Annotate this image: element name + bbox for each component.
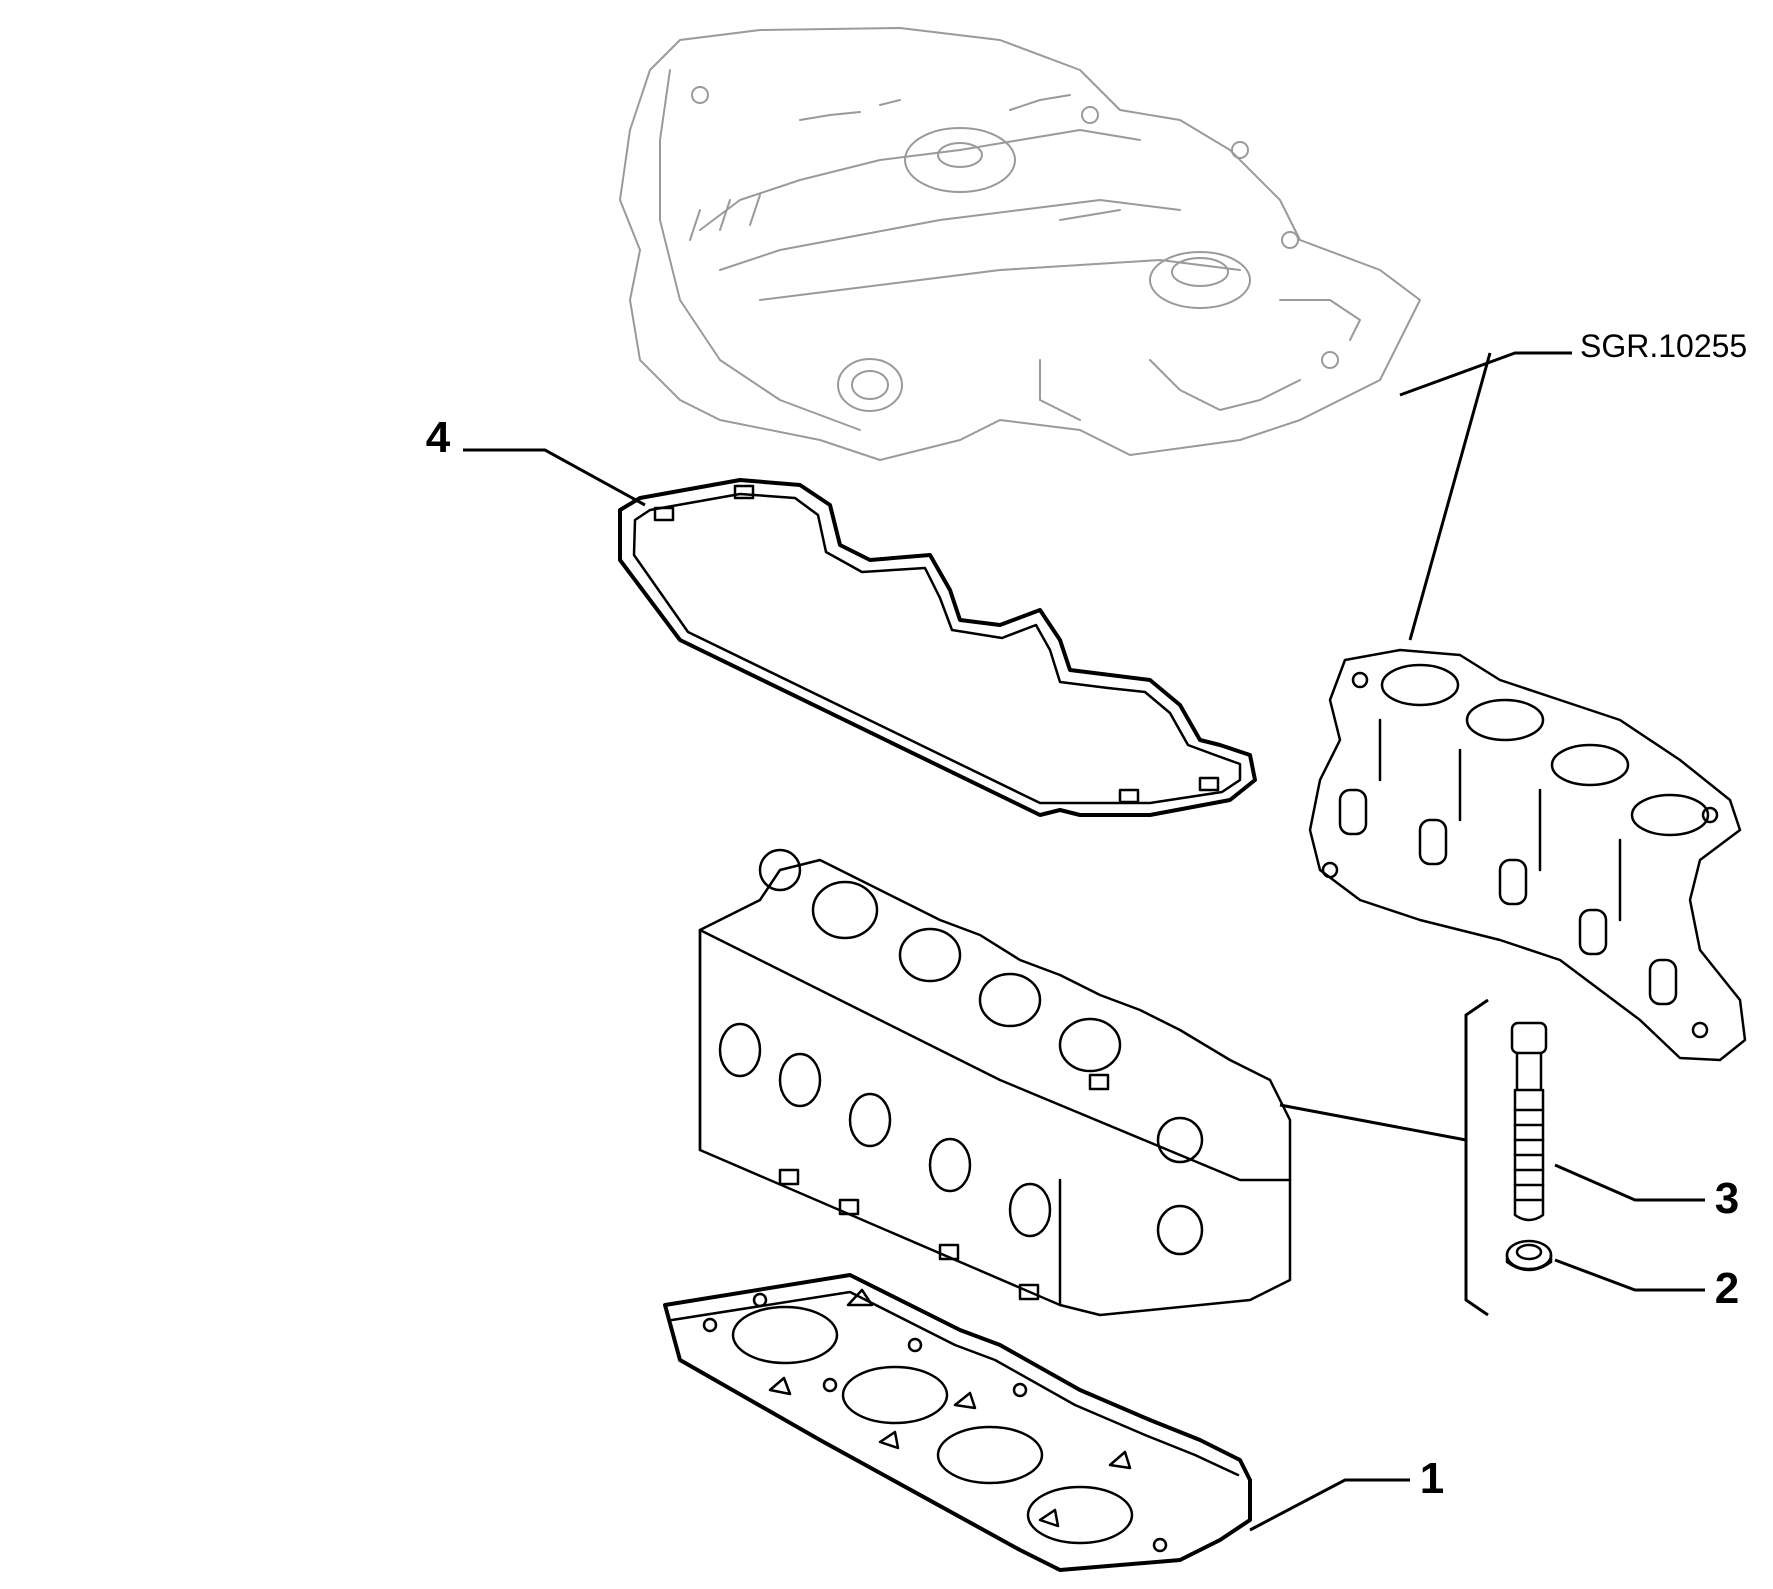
cover-gasket-part-4 <box>618 478 1257 817</box>
callout-part-2: 2 <box>1715 1264 1739 1313</box>
cylinder-head-cover-illustration <box>619 27 1421 461</box>
cylinder-head-illustration <box>698 848 1292 1317</box>
leader-ref-group <box>1399 351 1572 397</box>
bolt-group-bracket <box>1464 998 1489 1317</box>
leader-part-1 <box>1249 1478 1410 1532</box>
callout-part-3: 3 <box>1715 1174 1739 1223</box>
leader-ref-to-manifold <box>1408 352 1492 641</box>
callout-part-4: 4 <box>426 413 451 462</box>
leader-part-3 <box>1554 1163 1705 1202</box>
intake-manifold-illustration <box>1308 648 1747 1062</box>
washer-part-2 <box>1505 1239 1553 1272</box>
leader-bracket-to-head <box>1279 1103 1467 1142</box>
reference-group-code: SGR.10255 <box>1580 328 1747 364</box>
leader-lines <box>463 351 1705 1532</box>
head-bolt-part-3 <box>1510 1021 1548 1222</box>
head-gasket-part-1 <box>663 1273 1252 1572</box>
leader-part-4 <box>463 448 646 507</box>
callout-part-1: 1 <box>1420 1454 1444 1503</box>
leader-part-2 <box>1554 1258 1705 1292</box>
